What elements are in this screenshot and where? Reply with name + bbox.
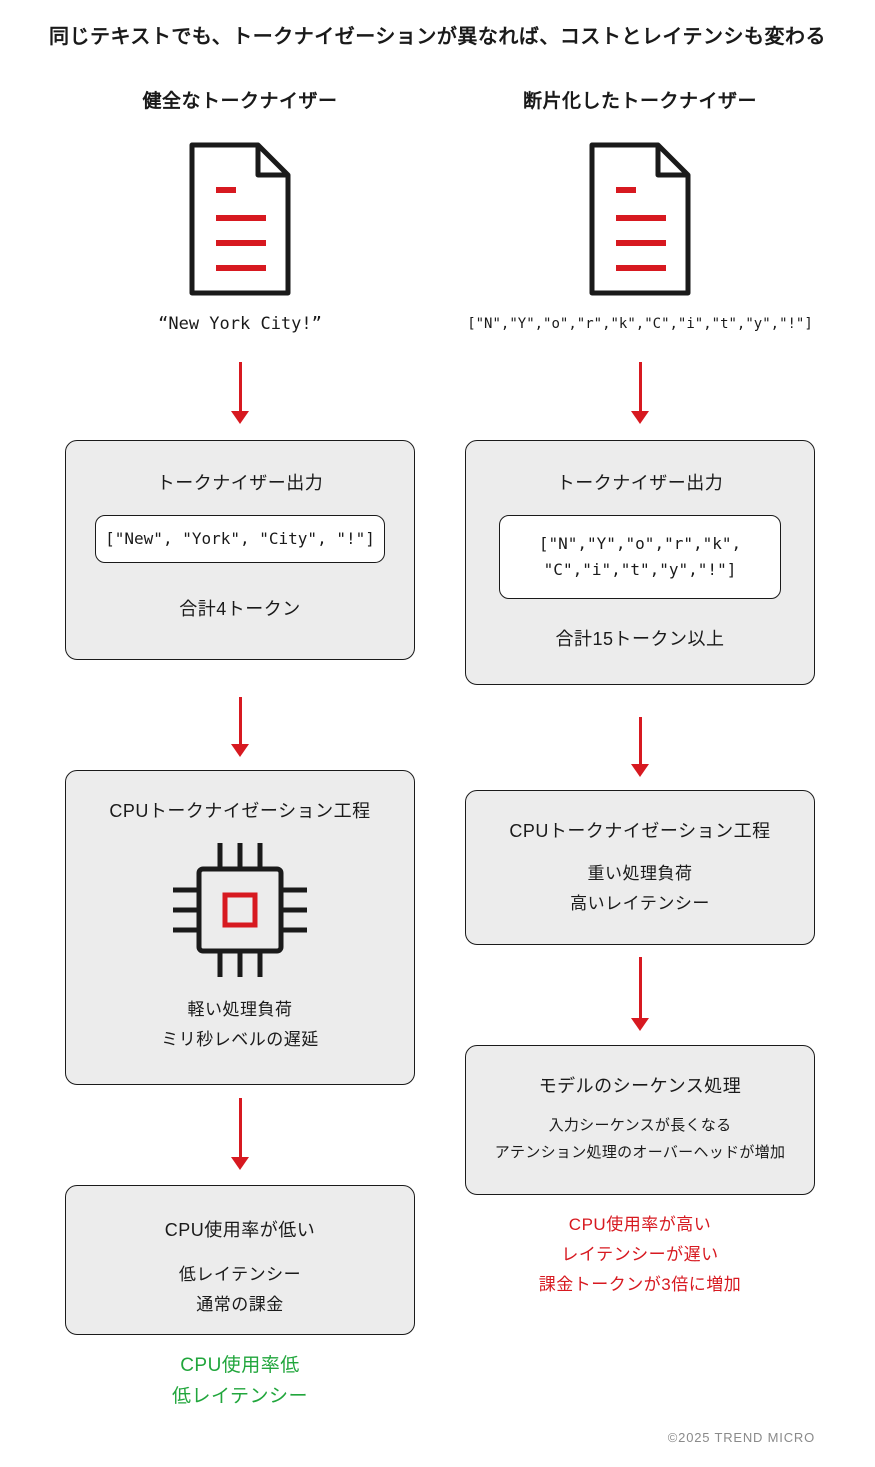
left-cpu-line-1: 軽い処理負荷: [187, 1000, 293, 1019]
left-column-header: 健全なトークナイザー: [142, 91, 338, 112]
left-input-text: “New York City!”: [158, 314, 322, 334]
left-document-icon: [184, 140, 296, 298]
arrow-head-icon: [631, 411, 649, 424]
left-arrow-2: [231, 697, 249, 757]
right-tokenizer-output-title: トークナイザー出力: [556, 473, 724, 493]
right-model-box-title: モデルのシーケンス処理: [538, 1076, 742, 1096]
left-arrow-3: [231, 1098, 249, 1170]
left-summary-line-2: 低レイテンシー: [171, 1386, 309, 1407]
left-result-line-1: 低レイテンシー: [178, 1265, 302, 1284]
right-tokenizer-output-box: トークナイザー出力 ["N","Y","o","r","k", "C","i",…: [465, 440, 815, 685]
right-model-sequence-box: モデルのシーケンス処理 入力シーケンスが長くなる アテンション処理のオーバーヘッ…: [465, 1045, 815, 1195]
arrow-shaft: [638, 957, 642, 1018]
right-summary: CPU使用率が高い レイテンシーが遅い 課金トークンが3倍に増加: [465, 1210, 815, 1300]
left-tokenizer-output-box: トークナイザー出力 ["New", "York", "City", "!"] 合…: [65, 440, 415, 660]
left-arrow-1: [231, 362, 249, 424]
right-summary-line-2: レイテンシーが遅い: [561, 1245, 719, 1264]
arrow-shaft: [638, 717, 642, 764]
right-input-text: ["N","Y","o","r","k","C","i","t","y","!"…: [467, 316, 813, 332]
right-column-header: 断片化したトークナイザー: [522, 91, 757, 112]
footer-copyright: ©2025 TREND MICRO: [667, 1430, 815, 1445]
left-summary: CPU使用率低 低レイテンシー: [65, 1350, 415, 1412]
left-cpu-line-2: ミリ秒レベルの遅延: [161, 1030, 319, 1049]
right-cpu-line-1: 重い処理負荷: [587, 864, 693, 883]
arrow-head-icon: [231, 1157, 249, 1170]
arrow-head-icon: [631, 764, 649, 777]
right-arrow-2: [631, 717, 649, 777]
right-summary-line-1: CPU使用率が高い: [568, 1215, 712, 1234]
right-token-list: ["N","Y","o","r","k", "C","i","t","y","!…: [499, 515, 781, 599]
right-model-line-1: 入力シーケンスが長くなる: [548, 1117, 732, 1134]
arrow-head-icon: [231, 744, 249, 757]
right-summary-line-3: 課金トークンが3倍に増加: [538, 1275, 742, 1294]
right-token-total: 合計15トークン以上: [555, 629, 725, 649]
right-cpu-box-title: CPUトークナイゼーション工程: [509, 821, 771, 841]
left-token-list: ["New", "York", "City", "!"]: [95, 515, 385, 563]
left-tokenizer-output-title: トークナイザー出力: [156, 473, 324, 493]
right-token-list-line2: "C","i","t","y","!"]: [543, 560, 737, 579]
right-arrow-3: [631, 957, 649, 1031]
right-arrow-1: [631, 362, 649, 424]
cpu-chip-icon: [66, 835, 414, 985]
arrow-head-icon: [231, 411, 249, 424]
right-document-icon: [584, 140, 696, 298]
arrow-shaft: [238, 697, 242, 744]
left-result-title: CPU使用率が低い: [164, 1220, 316, 1240]
right-model-line-2: アテンション処理のオーバーヘッドが増加: [494, 1144, 786, 1161]
left-cpu-box-title: CPUトークナイゼーション工程: [109, 801, 371, 821]
arrow-head-icon: [631, 1018, 649, 1031]
right-cpu-line-2: 高いレイテンシー: [570, 894, 710, 913]
left-summary-line-1: CPU使用率低: [180, 1355, 300, 1376]
arrow-shaft: [238, 1098, 242, 1157]
arrow-shaft: [638, 362, 642, 411]
arrow-shaft: [238, 362, 242, 411]
left-result-box: CPU使用率が低い 低レイテンシー 通常の課金: [65, 1185, 415, 1335]
left-token-total: 合計4トークン: [179, 599, 301, 619]
right-token-list-line1: ["N","Y","o","r","k",: [538, 534, 742, 553]
left-token-list-text: ["New", "York", "City", "!"]: [105, 529, 375, 548]
left-cpu-tokenization-box: CPUトークナイゼーション工程 軽い処理負荷 ミリ秒レベルの遅延: [65, 770, 415, 1085]
left-result-line-2: 通常の課金: [196, 1295, 284, 1314]
right-cpu-tokenization-box: CPUトークナイゼーション工程 重い処理負荷 高いレイテンシー: [465, 790, 815, 945]
diagram-title: 同じテキストでも、トークナイゼーションが異なれば、コストとレイテンシも変わる: [49, 26, 826, 48]
